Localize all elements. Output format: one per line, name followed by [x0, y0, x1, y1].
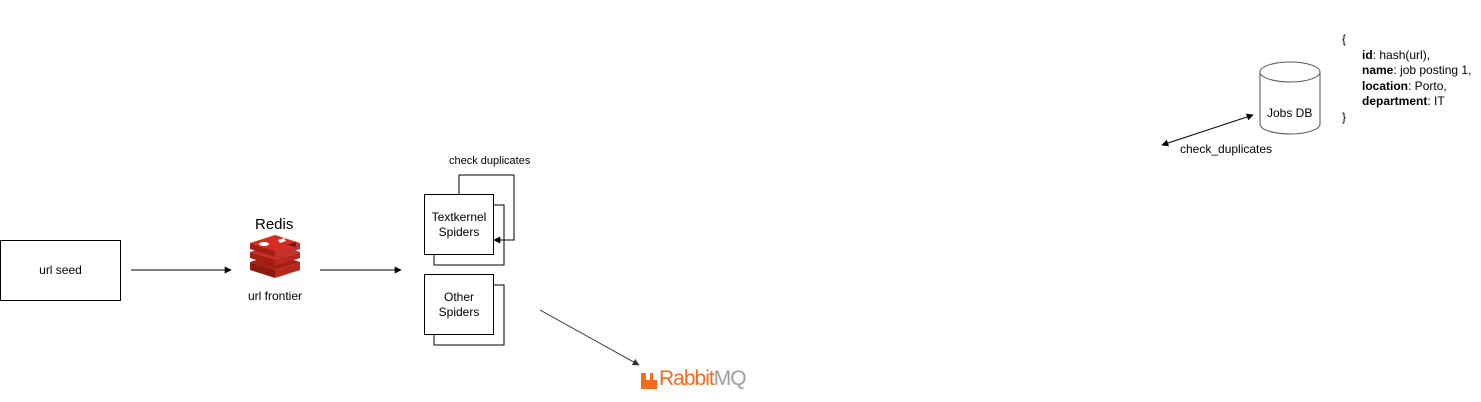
- rabbitmq-suffix-text: MQ: [713, 367, 747, 390]
- check-duplicates-edge-label: check_duplicates: [1180, 142, 1273, 156]
- textkernel-spiders-node[interactable]: Textkernel Spiders: [424, 194, 494, 255]
- job-json-document: { id: hash(url), name: job posting 1, lo…: [1342, 32, 1471, 125]
- url-frontier-label: url frontier: [248, 289, 303, 303]
- json-field-department: department: IT: [1342, 94, 1471, 110]
- textkernel-spiders-label: Textkernel Spiders: [431, 209, 487, 239]
- check-duplicates-label: check duplicates: [449, 155, 531, 167]
- url-seed-label: url seed: [39, 263, 82, 277]
- redis-title: Redis: [255, 216, 294, 233]
- rabbitmq-icon: [641, 373, 657, 389]
- json-value: : Porto,: [1408, 78, 1447, 93]
- other-spiders-label: Other Spiders: [438, 289, 480, 319]
- jobs-db-label: Jobs DB: [1267, 106, 1313, 120]
- rabbitmq-brand-text: Rabbit: [659, 367, 715, 390]
- json-key: location: [1362, 78, 1409, 93]
- json-open-brace: {: [1342, 32, 1347, 46]
- json-field-id: id: hash(url),: [1342, 48, 1471, 64]
- json-close-brace: }: [1342, 109, 1347, 124]
- other-spiders-node[interactable]: Other Spiders: [424, 274, 494, 335]
- json-value: : hash(url),: [1372, 47, 1431, 62]
- edge-check-duplicates: [1161, 113, 1254, 147]
- rabbitmq-logo[interactable]: RabbitMQ: [659, 367, 747, 391]
- redis-icon: [250, 235, 300, 278]
- json-value: : job posting 1,: [1393, 63, 1472, 77]
- json-field-name: name: job posting 1,: [1342, 63, 1471, 79]
- json-key: id: [1362, 47, 1373, 62]
- json-value: : IT: [1427, 94, 1445, 108]
- json-field-location: location: Porto,: [1342, 79, 1471, 95]
- jobs-db-cylinder: [1259, 61, 1321, 135]
- json-key: name: [1362, 63, 1394, 77]
- edge-spiders-to-rabbitmq: [539, 309, 640, 366]
- url-seed-node[interactable]: url seed: [0, 240, 121, 301]
- json-key: department: [1362, 94, 1428, 108]
